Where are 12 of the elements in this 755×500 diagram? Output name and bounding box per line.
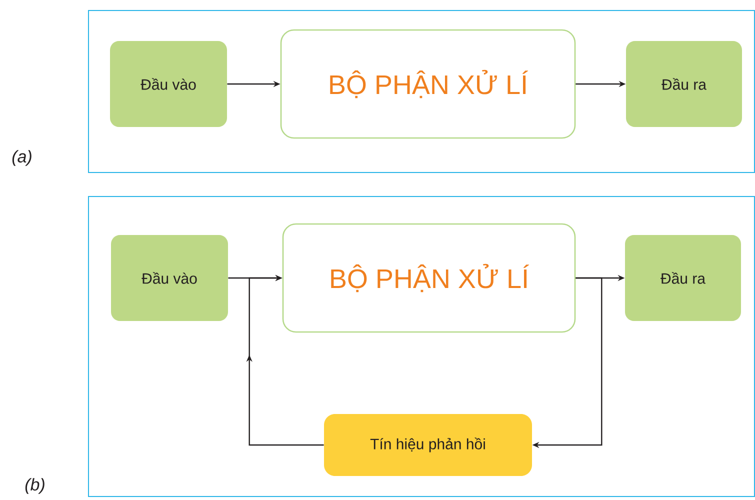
io-box: Đầu vào xyxy=(110,41,227,127)
panel-label: (a) xyxy=(12,150,32,166)
feedback-box: Tín hiệu phản hồi xyxy=(324,414,532,476)
panel-frame xyxy=(88,10,755,173)
panel-frame xyxy=(88,196,755,497)
process-box: BỘ PHẬN XỬ LÍ xyxy=(282,223,576,333)
process-box: BỘ PHẬN XỬ LÍ xyxy=(280,29,576,139)
io-box: Đầu ra xyxy=(626,41,742,127)
io-box: Đầu ra xyxy=(625,235,741,321)
arrow xyxy=(246,274,324,446)
panel-label: (b) xyxy=(25,478,44,494)
io-box: Đầu vào xyxy=(111,235,228,321)
